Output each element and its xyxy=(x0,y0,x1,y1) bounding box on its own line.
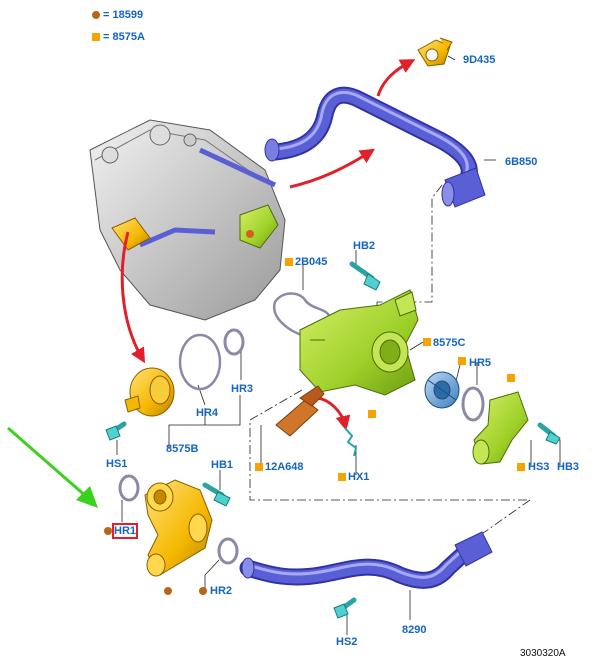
bolt-HS1 xyxy=(105,421,127,441)
clip-HX1 xyxy=(344,427,358,457)
square-marker-12A648 xyxy=(255,463,263,471)
legend-square-icon xyxy=(92,33,100,41)
label-HR5: HR5 xyxy=(469,357,492,369)
square-marker-HS3 xyxy=(517,463,525,471)
square-marker-housing xyxy=(368,410,376,418)
bolt-HS3-HB3 xyxy=(537,422,561,445)
engine-block xyxy=(89,119,286,321)
label-8575C: 8575C xyxy=(433,337,466,349)
label-2B045: 2B045 xyxy=(295,256,328,268)
legend-dot-row: = 18599 xyxy=(92,9,143,21)
figure-id: 3030320A xyxy=(520,648,566,659)
bolt-HB2 xyxy=(349,261,381,291)
legend-square-label: = 8575A xyxy=(103,31,145,43)
sensor-12A648 xyxy=(275,385,325,437)
label-HR4: HR4 xyxy=(196,407,219,419)
label-HB1: HB1 xyxy=(211,459,234,471)
label-leaders xyxy=(116,55,561,635)
square-marker-HX1 xyxy=(338,473,346,481)
seal-HR1 xyxy=(118,474,140,502)
label-HR3: HR3 xyxy=(231,383,254,395)
square-marker-2B045 xyxy=(285,258,293,266)
seal-HR2 xyxy=(217,537,239,565)
label-8575B: 8575B xyxy=(166,443,199,455)
label-HS1: HS1 xyxy=(106,458,128,470)
lower-hose-8290 xyxy=(239,531,493,589)
dot-marker-outlet xyxy=(164,587,172,595)
dot-marker-HR1 xyxy=(104,527,112,535)
label-9D435: 9D435 xyxy=(463,54,496,66)
upper-hose-6B850 xyxy=(264,86,486,208)
bolt-HB1 xyxy=(202,482,231,507)
legend-square-row: = 8575A xyxy=(92,31,145,43)
green-pointer-arrow xyxy=(7,426,98,508)
square-marker-outlet xyxy=(507,374,515,382)
clamp-9D435 xyxy=(417,37,453,67)
label-HX1: HX1 xyxy=(348,471,370,483)
seal-HR3 xyxy=(223,328,245,356)
square-marker-HR5 xyxy=(458,357,466,365)
label-HB3: HB3 xyxy=(557,461,580,473)
label-6B850: 6B850 xyxy=(505,156,538,168)
red-arrows xyxy=(120,59,416,431)
label-HS3: HS3 xyxy=(528,461,550,473)
legend-dot-icon xyxy=(92,11,100,19)
dot-marker-HR2 xyxy=(199,587,207,595)
square-marker-8575C xyxy=(423,338,431,346)
label-HB2: HB2 xyxy=(353,240,376,252)
hr1-highlight-box xyxy=(112,523,138,539)
outlet-housing-green xyxy=(472,391,529,465)
seal-HR4 xyxy=(178,333,222,391)
thermostat-8575B xyxy=(124,367,175,417)
thermostat-housing-green xyxy=(299,289,419,396)
label-HS2: HS2 xyxy=(336,636,358,648)
label-HR1: HR1 xyxy=(114,525,137,537)
label-8290: 8290 xyxy=(402,624,427,636)
water-outlet-yellow xyxy=(144,479,213,577)
bolt-HS2 xyxy=(333,597,357,619)
label-12A648: 12A648 xyxy=(265,461,304,473)
label-HR2: HR2 xyxy=(210,585,233,597)
seal-HR5 xyxy=(461,386,485,422)
thermostat-8575C xyxy=(424,371,460,409)
legend-dot-label: = 18599 xyxy=(103,9,144,21)
